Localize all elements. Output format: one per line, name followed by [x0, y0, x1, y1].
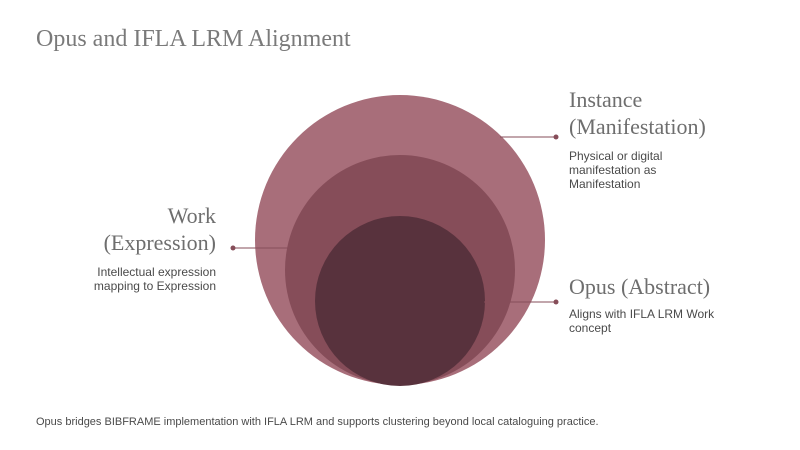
- instance-desc-line: Manifestation: [569, 177, 641, 191]
- footer-note: Opus bridges BIBFRAME implementation wit…: [36, 416, 599, 428]
- opus-title: Opus (Abstract): [569, 273, 710, 300]
- work-connector-dot: [230, 245, 236, 251]
- instance-desc-line: manifestation as: [569, 163, 657, 177]
- instance-description: Physical or digital manifestation as Man…: [569, 149, 662, 191]
- work-title-line: Work: [167, 203, 216, 228]
- work-desc-line: Intellectual expression: [97, 265, 216, 279]
- instance-title-line: Instance: [569, 87, 643, 112]
- work-description: Intellectual expression mapping to Expre…: [94, 265, 216, 293]
- instance-connector-dot: [553, 134, 559, 140]
- opus-title-line: Opus (Abstract): [569, 274, 711, 299]
- instance-title: Instance (Manifestation): [569, 86, 706, 140]
- opus-circle: [315, 216, 485, 386]
- page-title: Opus and IFLA LRM Alignment: [36, 26, 351, 52]
- opus-connector-dot: [553, 299, 559, 305]
- work-desc-line: mapping to Expression: [93, 279, 216, 293]
- work-title-line: (Expression): [103, 230, 216, 255]
- opus-description: Aligns with IFLA LRM Work concept: [569, 307, 714, 335]
- instance-desc-line: Physical or digital: [569, 149, 663, 163]
- opus-desc-line: concept: [569, 321, 612, 335]
- work-title: Work (Expression): [104, 202, 216, 256]
- opus-desc-line: Aligns with IFLA LRM Work: [569, 307, 715, 321]
- instance-title-line: (Manifestation): [569, 114, 706, 139]
